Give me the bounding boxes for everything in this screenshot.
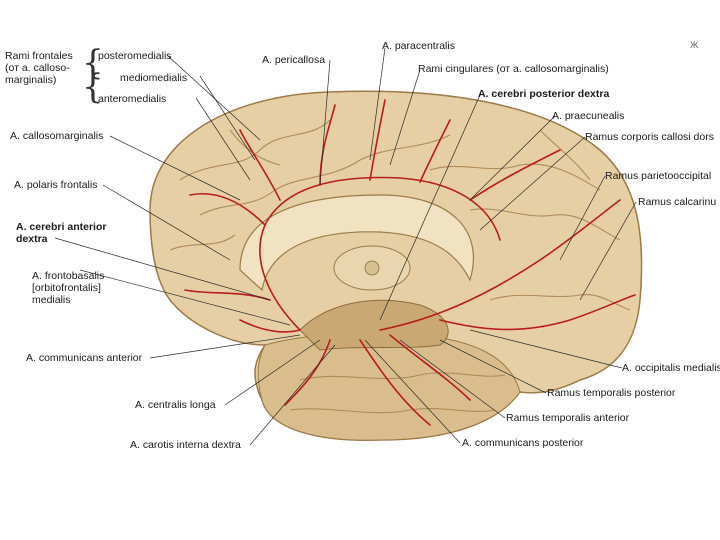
temporal-lobe [258, 333, 520, 440]
interthalamic-adhesion [365, 261, 379, 275]
label-mediomedialis: mediomedialis [120, 72, 187, 84]
label-callosomarginalis: A. callosomarginalis [10, 130, 103, 142]
label-cerebri-anterior: A. cerebri anterior dextra [16, 221, 106, 245]
label-temporalis-posterior: Ramus temporalis posterior [547, 387, 675, 399]
label-pericallosa: A. pericallosa [262, 54, 325, 66]
label-posteromedialis: posteromedialis [98, 50, 172, 62]
label-anteromedialis: anteromedialis [98, 93, 166, 105]
rami-frontales-title: Rami frontales (от а. calloso- marginali… [5, 50, 85, 86]
rami-frontales-text: Rami frontales (от а. calloso- marginali… [5, 50, 85, 86]
label-frontobasalis: A. frontobasalis [orbitofrontalis] media… [32, 270, 104, 306]
label-centralis-longa: A. centralis longa [135, 399, 216, 411]
label-cingulares: Rami cingulares (от а. callosomarginalis… [418, 63, 609, 75]
label-calcarinus: Ramus calcarinu [638, 196, 716, 208]
label-communicans-posterior: A. communicans posterior [462, 437, 583, 449]
label-cerebri-posterior: A. cerebri posterior dextra [478, 88, 609, 100]
label-praecunealis: A. praecunealis [552, 110, 624, 122]
label-corporis-callosi: Ramus corporis callosi dors [585, 131, 714, 143]
label-polaris-frontalis: A. polaris frontalis [14, 179, 97, 191]
corner-mark: Ж [690, 40, 698, 50]
label-occipitalis-medialis: A. occipitalis medialis [622, 362, 720, 374]
label-carotis-interna: A. carotis interna dextra [130, 439, 241, 451]
label-temporalis-anterior: Ramus temporalis anterior [506, 412, 629, 424]
label-communicans-anterior: A. communicans anterior [26, 352, 142, 364]
label-paracentralis: A. paracentralis [382, 40, 455, 52]
label-parietooccipitalis: Ramus parietooccipital [605, 170, 711, 182]
